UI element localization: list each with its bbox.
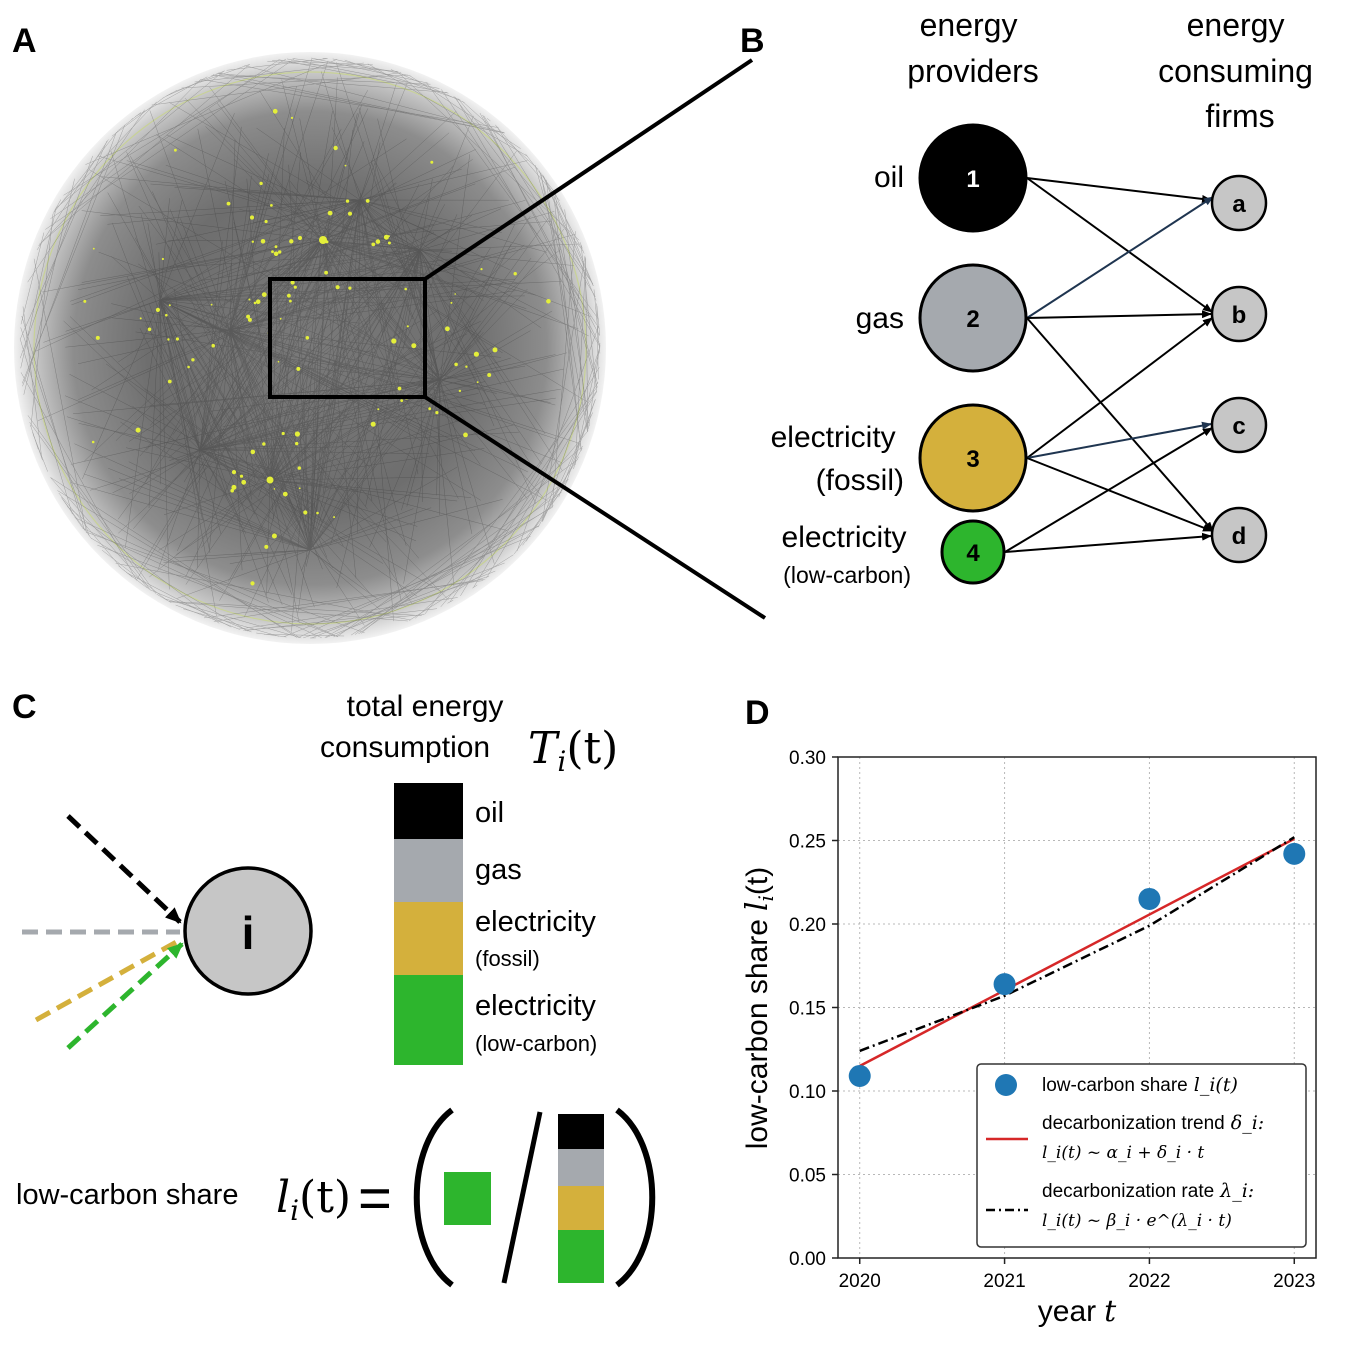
provider-node-gas: 2 bbox=[918, 263, 1028, 373]
firm-node-a: a bbox=[1210, 174, 1268, 232]
panel-label-d: D bbox=[745, 694, 770, 732]
firm-node-b: b bbox=[1210, 285, 1268, 343]
incoming-flows bbox=[22, 814, 184, 1050]
legend-formula-trend: l_i(t) ~ α_i + δ_i · t bbox=[1042, 1143, 1204, 1163]
panel-label-b: B bbox=[740, 22, 765, 60]
provider-label-oil: oil bbox=[874, 161, 904, 194]
svg-text:c: c bbox=[1232, 413, 1245, 440]
y-tick-label: 0.25 bbox=[789, 832, 826, 853]
svg-text:d: d bbox=[1232, 523, 1247, 550]
svg-text:3: 3 bbox=[966, 446, 979, 473]
x-tick-label: 2023 bbox=[1273, 1271, 1315, 1292]
x-axis-ticks: 2020 2021 2022 2023 bbox=[839, 1258, 1315, 1292]
firm-node-c: c bbox=[1210, 396, 1268, 454]
energy-stack-bar bbox=[394, 783, 463, 1065]
chart-series bbox=[848, 836, 1306, 1087]
scatter-point bbox=[1138, 887, 1161, 910]
y-tick-label: 0.10 bbox=[789, 1082, 826, 1103]
x-tick-label: 2021 bbox=[983, 1271, 1025, 1292]
stack-label-electricity-fossil: electricity bbox=[475, 906, 596, 938]
y-tick-label: 0.30 bbox=[789, 748, 826, 769]
zoom-line-top bbox=[423, 58, 754, 281]
provider-firm-edges bbox=[1004, 177, 1214, 553]
series-line-line bbox=[859, 837, 1295, 1068]
y-tick-label: 0.00 bbox=[789, 1249, 826, 1270]
firm-node-i: i bbox=[183, 866, 313, 996]
panel-label-a: A bbox=[12, 22, 37, 60]
chart-grid bbox=[838, 756, 1316, 1259]
stack-label-gas: gas bbox=[475, 854, 522, 886]
svg-text:1: 1 bbox=[966, 166, 979, 193]
stack-sublabel-low-carbon: (low-carbon) bbox=[475, 1031, 597, 1056]
provider-label-electricity-low-carbon: electricity (low-carbon) bbox=[782, 521, 911, 588]
stack-title-2: consumption bbox=[320, 731, 490, 764]
stack-sublabel-fossil: (fossil) bbox=[475, 946, 540, 971]
provider-label-electricity-fossil: electricity (fossil) bbox=[771, 421, 904, 497]
provider-node-oil: 1 bbox=[918, 123, 1028, 233]
zoom-box bbox=[268, 277, 427, 399]
svg-text:i: i bbox=[242, 907, 255, 959]
stack-label-oil: oil bbox=[475, 797, 504, 829]
scatter-point bbox=[848, 1064, 871, 1087]
denominator-stack bbox=[558, 1114, 604, 1283]
y-tick-label: 0.20 bbox=[789, 915, 826, 936]
stack-symbol: Ti(t) bbox=[528, 723, 618, 778]
paren-right bbox=[615, 1107, 656, 1288]
consumers-heading: energy consuming firms bbox=[1158, 7, 1322, 134]
y-axis-label: low-carbon shareli(t) bbox=[740, 867, 778, 1149]
x-tick-label: 2020 bbox=[839, 1271, 881, 1292]
numerator-low-carbon bbox=[444, 1172, 491, 1225]
division-slash bbox=[501, 1111, 543, 1284]
series-line-dashdot bbox=[859, 836, 1295, 1053]
providers-heading: energy providers bbox=[907, 7, 1039, 89]
stack-title: total energy bbox=[347, 690, 504, 723]
provider-label-gas: gas bbox=[856, 302, 904, 335]
svg-text:2: 2 bbox=[966, 306, 979, 333]
x-tick-label: 2022 bbox=[1128, 1271, 1170, 1292]
scatter-point bbox=[1283, 842, 1306, 865]
svg-text:b: b bbox=[1232, 302, 1247, 329]
formula-symbol: li(t) bbox=[276, 1172, 351, 1227]
y-axis-ticks: 0.00 0.05 0.10 0.15 0.20 0.25 0.30 bbox=[789, 748, 838, 1270]
y-tick-label: 0.15 bbox=[789, 999, 826, 1020]
paren-left bbox=[413, 1107, 454, 1288]
provider-node-electricity-fossil: 3 bbox=[918, 403, 1028, 513]
firm-node-d: d bbox=[1210, 506, 1268, 564]
formula-text: low-carbon share bbox=[16, 1179, 238, 1211]
svg-text:a: a bbox=[1232, 191, 1246, 218]
scatter-point bbox=[993, 973, 1016, 996]
legend-formula-rate: l_i(t) ~ β_i · e^(λ_i · t) bbox=[1042, 1211, 1232, 1231]
zoom-line-bottom bbox=[423, 395, 767, 620]
panel-label-c: C bbox=[12, 688, 37, 726]
stack-label-electricity-low-carbon: electricity bbox=[475, 990, 596, 1022]
y-tick-label: 0.05 bbox=[789, 1166, 826, 1187]
legend-marker-scatter bbox=[995, 1074, 1017, 1096]
provider-node-electricity-low-carbon: 4 bbox=[940, 519, 1006, 585]
svg-text:4: 4 bbox=[966, 540, 980, 567]
network-graph bbox=[14, 52, 606, 644]
formula-equals: = bbox=[358, 1166, 392, 1231]
